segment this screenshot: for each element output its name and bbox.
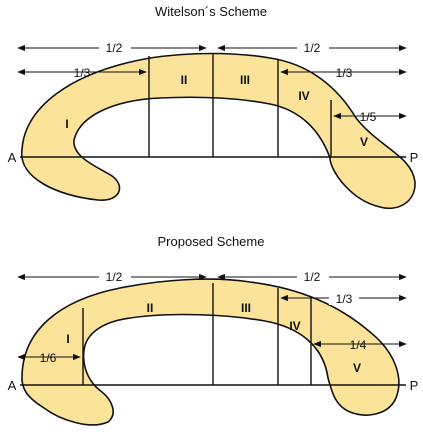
fraction-label: 1/2 — [106, 41, 123, 55]
region-label: III — [240, 73, 250, 87]
region-label: V — [360, 135, 368, 149]
region-label: V — [353, 361, 361, 375]
fraction-label: 1/2 — [106, 270, 123, 284]
proposed-scheme-title: Proposed Scheme — [158, 234, 265, 249]
fraction-label: 1/5 — [360, 110, 377, 124]
fraction-label: 1/2 — [304, 270, 321, 284]
region-label: IV — [289, 319, 300, 333]
posterior-label: P — [410, 378, 419, 393]
region-label: II — [147, 301, 154, 315]
region-label: IV — [298, 89, 309, 103]
anterior-label: A — [8, 150, 17, 165]
region-label: I — [66, 332, 69, 346]
witelson-scheme-title: Witelson´s Scheme — [155, 4, 267, 19]
fraction-label: 1/3 — [74, 66, 91, 80]
region-label: III — [241, 301, 251, 315]
proposed-scheme-panel: Proposed Scheme 1/2 1/2 1/3 1/6 1/4 I II… — [8, 234, 419, 426]
fraction-label: 1/6 — [40, 351, 57, 365]
fraction-label: 1/3 — [336, 292, 353, 306]
region-label: I — [65, 117, 68, 131]
fraction-label: 1/3 — [336, 66, 353, 80]
fraction-label: 1/4 — [350, 338, 367, 352]
anterior-label: A — [8, 378, 17, 393]
region-label: II — [181, 73, 188, 87]
posterior-label: P — [410, 150, 419, 165]
witelson-scheme-panel: Witelson´s Scheme 1/2 1/2 1/3 1/3 1/5 I … — [8, 4, 419, 209]
fraction-label: 1/2 — [304, 41, 321, 55]
corpus-callosum-shape — [21, 52, 416, 209]
